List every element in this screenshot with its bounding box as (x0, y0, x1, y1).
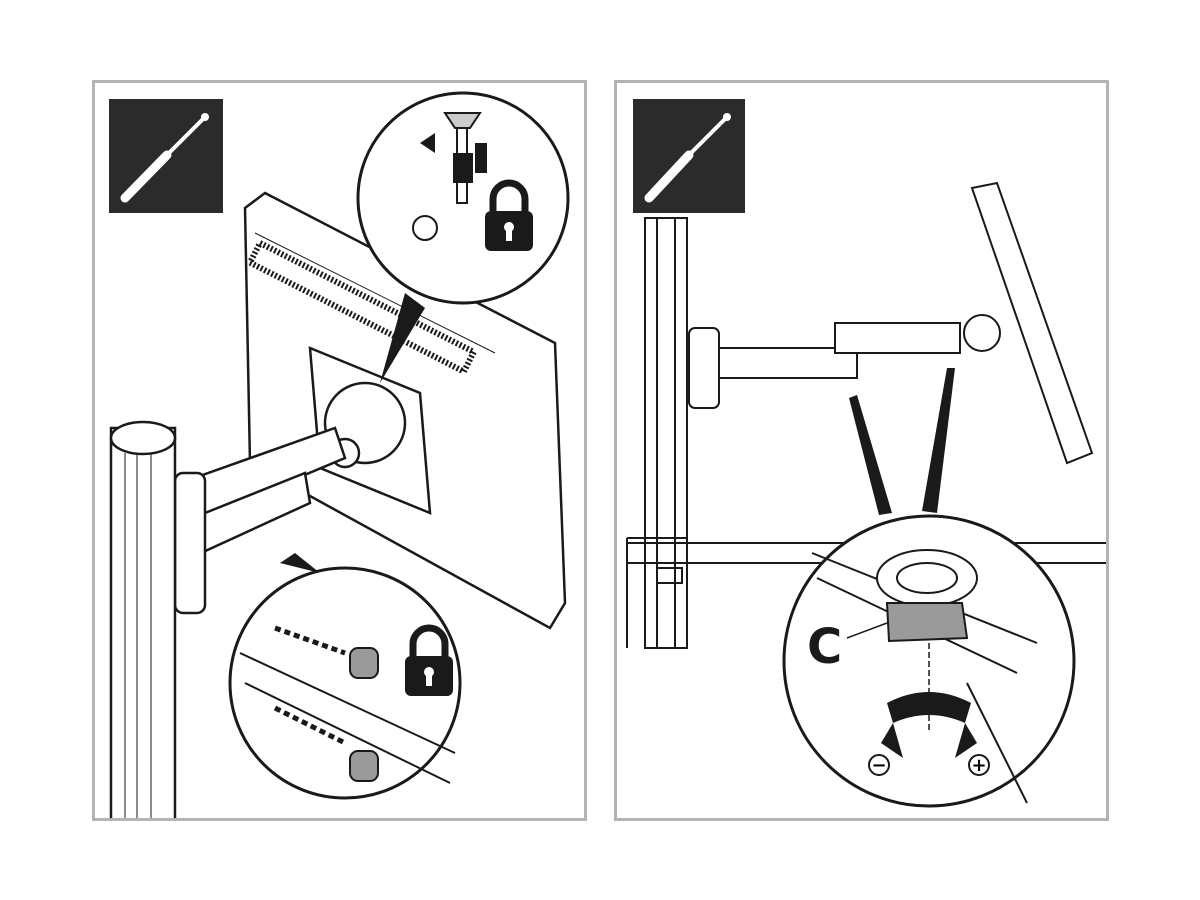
svg-text:−: − (871, 755, 886, 776)
detail-circle-top (356, 91, 570, 305)
callout-pointer-bottom (280, 553, 320, 573)
monitor-arm-desk-clamp-illustration: − + C (626, 99, 1106, 808)
detail-circle-bottom (228, 566, 462, 800)
lock-icon (405, 624, 453, 696)
arm (686, 181, 1094, 465)
monitor-arm-pole-illustration (109, 91, 570, 818)
screwdriver-icon (633, 99, 745, 213)
step-panel-right: − + C (614, 80, 1109, 821)
callout-label-c: C (807, 619, 842, 675)
detail-circle-adjust: − + C (782, 514, 1076, 808)
step-panel-left (92, 80, 587, 821)
lock-icon (485, 179, 533, 251)
adjust-knob-c (885, 602, 969, 643)
callout-pointer (849, 395, 892, 515)
callout-pointer (380, 293, 425, 383)
arm (173, 426, 347, 615)
pole-and-desk (626, 217, 1106, 649)
minus-symbol: − (868, 754, 890, 776)
plus-symbol: + (968, 754, 990, 776)
pole (109, 420, 177, 818)
screwdriver-icon (109, 99, 223, 213)
callout-pointer (922, 368, 955, 513)
svg-text:+: + (971, 755, 986, 776)
rotate-adjust-icon (881, 692, 977, 758)
